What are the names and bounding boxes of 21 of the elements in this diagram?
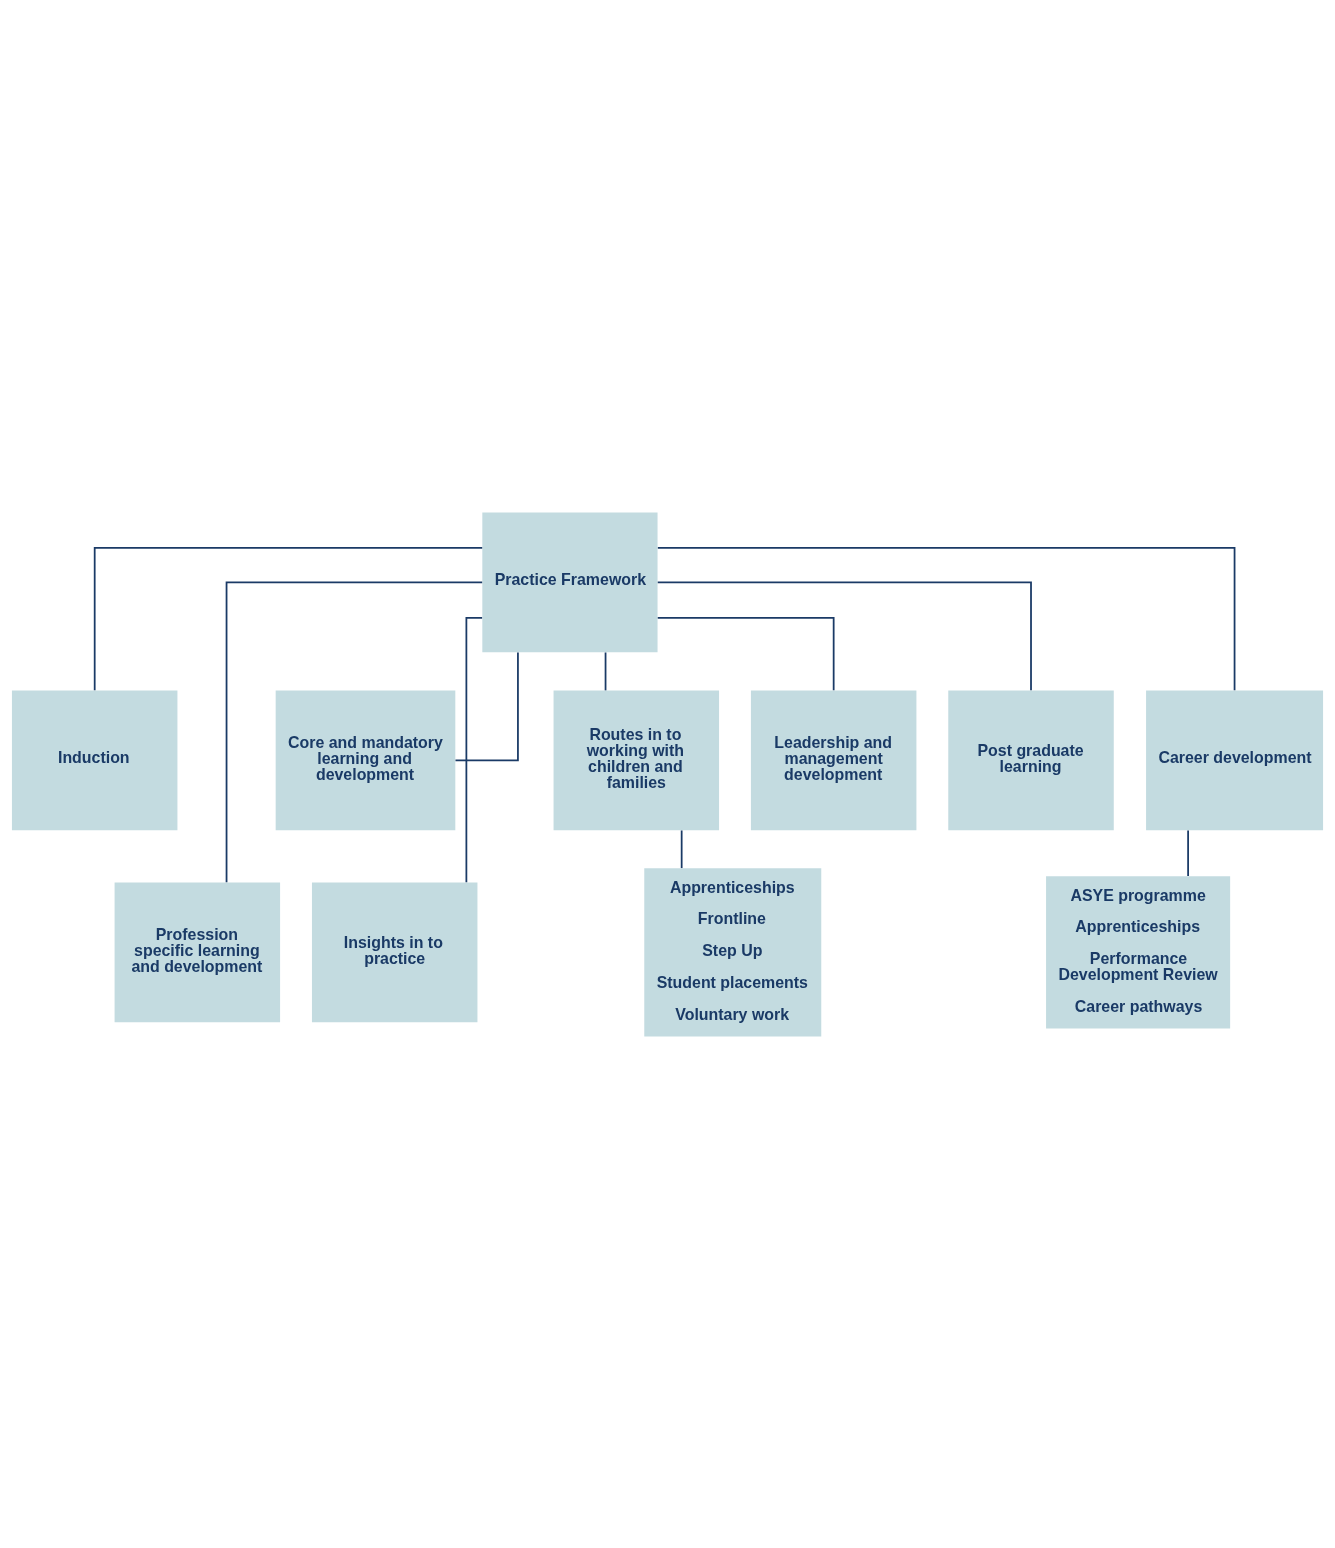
connector: [656, 616, 835, 691]
connector: [225, 581, 484, 883]
node-box: ASYE programme Apprenticeships Performance Development Review Career pathways: [1046, 875, 1231, 1028]
connector: [680, 829, 683, 869]
node-box: Profession specific learning and development: [114, 881, 281, 1022]
node-box: Induction: [11, 689, 178, 830]
node-box: Practice Framework: [482, 512, 658, 652]
connector: [454, 651, 519, 761]
node-box: Insights in to practice: [311, 881, 478, 1022]
connector: [656, 546, 1236, 691]
node-box: Post graduate learning: [948, 689, 1114, 830]
connector: [1187, 829, 1189, 877]
node-box: Leadership and management development: [750, 689, 917, 830]
node-box: Apprenticeships Frontline Step Up Student placements Voluntary work: [644, 867, 822, 1036]
connector: [465, 616, 483, 883]
node-box: Core and mandatory learning and development: [275, 689, 456, 830]
connector: [604, 651, 607, 691]
connector: [656, 581, 1032, 691]
node-box: Career development: [1146, 689, 1324, 830]
connector: [93, 546, 484, 691]
node-box: Routes in to working with children and families: [553, 689, 720, 830]
